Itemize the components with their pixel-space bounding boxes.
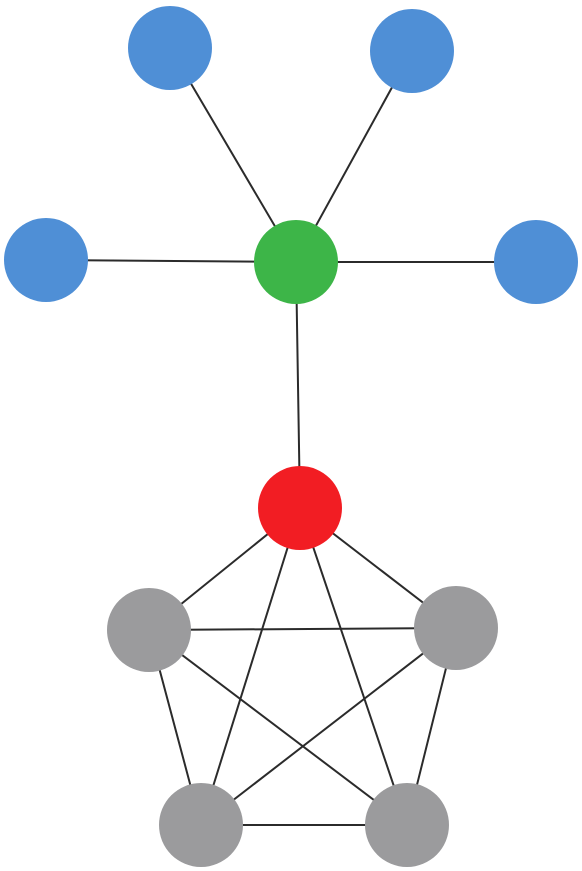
node-blue-right: [494, 220, 578, 304]
node-gray-lower-right: [365, 783, 449, 867]
node-blue-top-right: [370, 9, 454, 93]
node-blue-left: [4, 218, 88, 302]
nodes-layer: [4, 6, 578, 867]
node-red-hub: [258, 466, 342, 550]
node-gray-lower-left: [159, 783, 243, 867]
edge-gray-upper-right-to-gray-lower-left: [200, 627, 457, 826]
node-blue-top-left: [128, 6, 212, 90]
node-green-hub: [254, 220, 338, 304]
edge-red-hub-to-gray-lower-left: [200, 507, 301, 826]
edge-gray-upper-left-to-gray-upper-right: [148, 627, 457, 631]
edges-layer: [45, 47, 537, 826]
edge-red-hub-to-gray-lower-right: [299, 507, 408, 826]
edge-gray-upper-left-to-gray-lower-right: [148, 629, 408, 826]
node-gray-upper-left: [107, 588, 191, 672]
node-gray-upper-right: [414, 586, 498, 670]
